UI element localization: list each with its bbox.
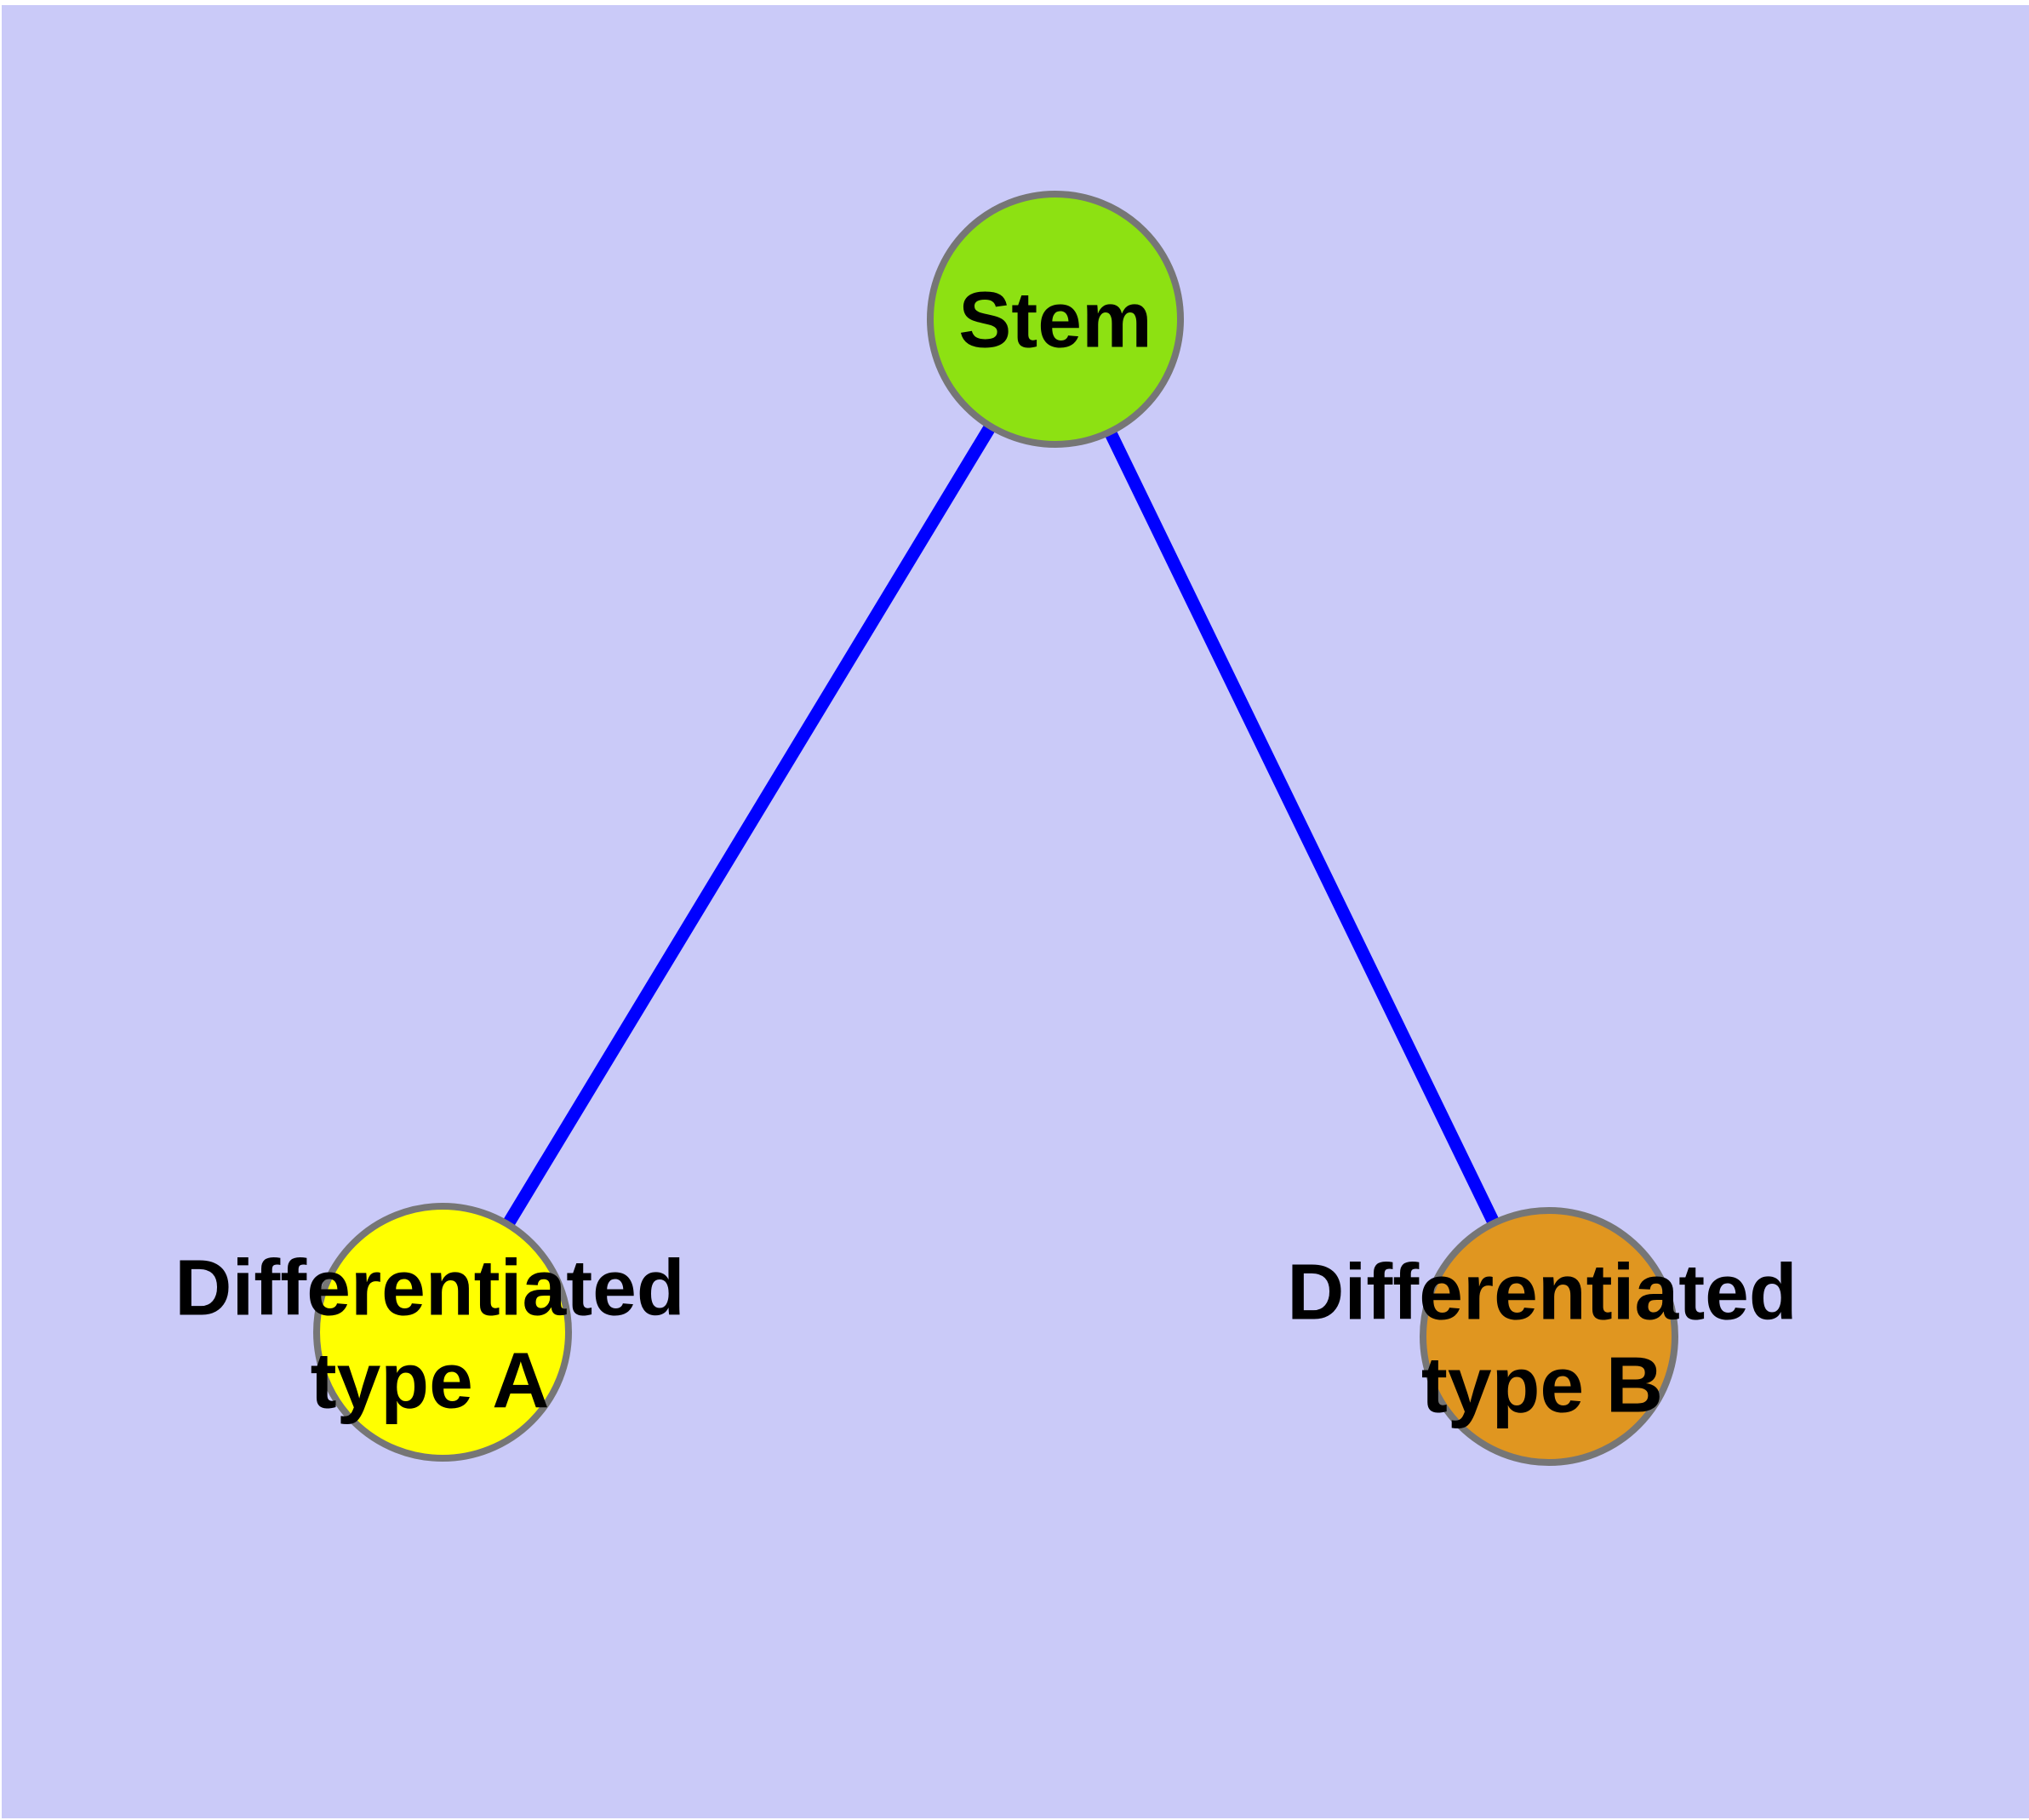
- type-b-label-line2: type B: [1421, 1341, 1663, 1429]
- stem-node: [927, 191, 1184, 448]
- type-b-label-line1: Differentiated: [1287, 1248, 1797, 1336]
- edge-stem-to-type-a: [437, 316, 1061, 1336]
- stem-node-label: Stem: [958, 276, 1152, 364]
- type-a-label-line2: type A: [311, 1336, 550, 1425]
- differentiated-type-a-node: [313, 1203, 572, 1462]
- edge-stem-to-type-b: [1049, 316, 1555, 1340]
- type-a-label-line1: Differentiated: [174, 1244, 684, 1332]
- differentiated-type-b-node: [1420, 1207, 1678, 1466]
